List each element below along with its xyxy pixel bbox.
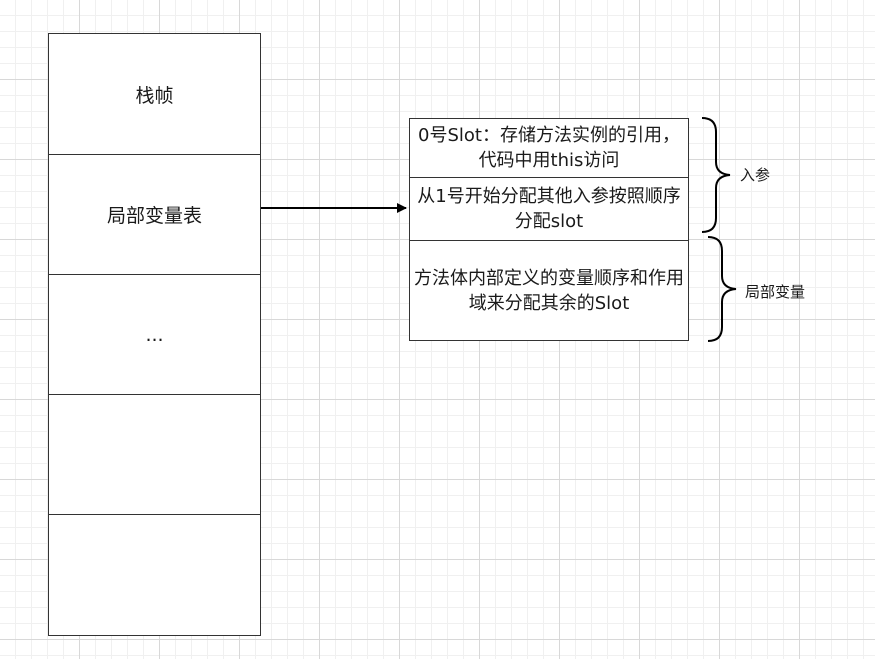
slot-params-text: 从1号开始分配其他入参按照顺序分配slot [417,186,681,232]
stack-frame-title: 栈帧 [135,84,174,107]
stack-frame-cell-empty-2 [48,514,261,636]
locals-brace-icon [707,236,737,342]
slot-params: 从1号开始分配其他入参按照顺序分配slot [409,177,689,241]
ellipsis-label: ... [145,323,164,346]
params-brace-icon [701,117,731,233]
local-variable-table-label: 局部变量表 [106,205,202,227]
slot-0-text: 0号Slot：存储方法实例的引用，代码中用this访问 [418,125,680,171]
params-brace-label: 入参 [740,166,771,184]
stack-frame-cell-ellipsis: ... [48,274,261,395]
slot-locals: 方法体内部定义的变量顺序和作用域来分配其余的Slot [409,240,689,341]
stack-frame-cell-header: 栈帧 [48,33,261,155]
slot-locals-text: 方法体内部定义的变量顺序和作用域来分配其余的Slot [414,267,684,314]
stack-frame-cell-local-variable-table: 局部变量表 [48,154,261,275]
locals-brace-label: 局部变量 [745,283,806,301]
